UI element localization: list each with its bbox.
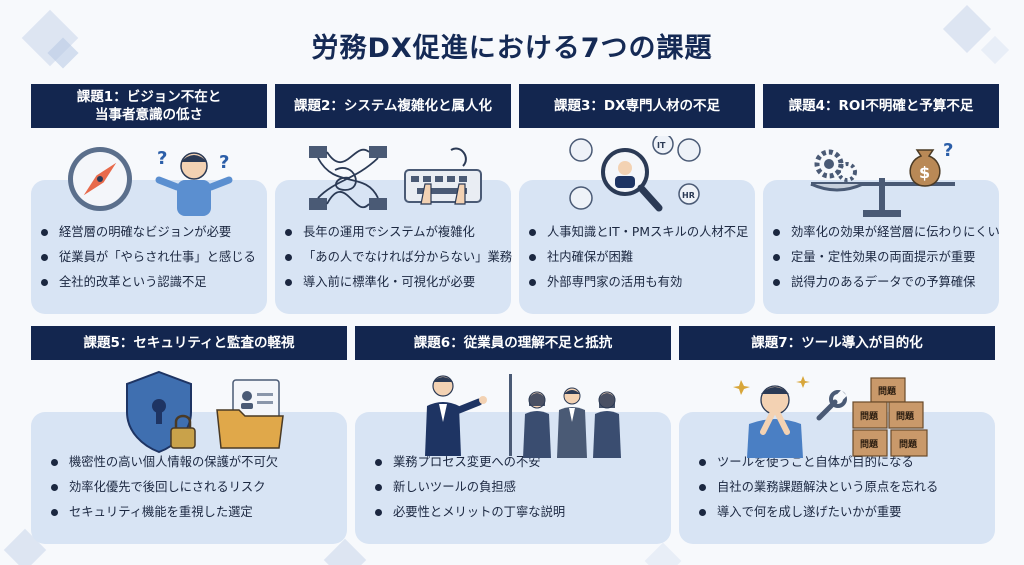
bullet-list: ツールを使うこと自体が目的になる 自社の業務課題解決という原点を忘れる 導入で何…: [699, 454, 989, 529]
box-label: 問題: [860, 411, 879, 422]
security-shield-icon: [126, 370, 196, 454]
box-label: 問題: [899, 439, 918, 450]
list-item: 長年の運用でシステムが複雑化: [285, 224, 505, 240]
wrench-icon: [816, 390, 847, 421]
card-heading: 課題4：ROI不明確と予算不足: [763, 84, 999, 128]
issue-card-3: 人事知識とIT・PMスキルの人材不足 社内確保が困難 外部専門家の活用も有効 課…: [519, 84, 755, 314]
hr-badge: HR: [682, 191, 695, 200]
bullet-list: 長年の運用でシステムが複雑化 「あの人でなければ分からない」業務 導入前に標準化…: [285, 224, 512, 299]
list-item: 社内確保が困難: [529, 249, 749, 265]
box-label: 問題: [896, 411, 915, 422]
issue-card-1: 経営層の明確なビジョンが必要 従業員が「やらされ仕事」と感じる 全社的改革という…: [31, 84, 267, 314]
it-badge: IT: [657, 141, 666, 150]
list-item: 導入前に標準化・可視化が必要: [285, 274, 505, 290]
bullet-list: 機密性の高い個人情報の保護が不可欠 効率化優先で後回しにされるリスク セキュリテ…: [51, 454, 341, 529]
card-body: ツールを使うこと自体が目的になる 自社の業務課題解決という原点を忘れる 導入で何…: [679, 412, 995, 544]
card-body: 経営層の明確なビジョンが必要 従業員が「やらされ仕事」と感じる 全社的改革という…: [31, 180, 267, 314]
decorative-diamond: [644, 542, 682, 565]
list-item: 業務プロセス変更への不安: [375, 454, 665, 470]
presenter-icon: [425, 375, 487, 456]
bullet-list: 効率化の効果が経営層に伝わりにくい 定量・定性効果の両面提示が重要 説得力のある…: [773, 224, 1000, 299]
list-item: 効率化優先で後回しにされるリスク: [51, 479, 341, 495]
list-item: ツールを使うこと自体が目的になる: [699, 454, 989, 470]
problem-boxes-icon: 問題 問題 問題 問題 問題: [852, 377, 928, 457]
list-item: 自社の業務課題解決という原点を忘れる: [699, 479, 989, 495]
list-item: セキュリティ機能を重視した選定: [51, 504, 341, 520]
balance-scale-icon: [810, 149, 955, 217]
box-label: 問題: [878, 386, 897, 397]
list-item: 「あの人でなければ分からない」業務: [285, 249, 512, 265]
issue-card-4: 効率化の効果が経営層に伝わりにくい 定量・定性効果の両面提示が重要 説得力のある…: [763, 84, 1000, 314]
list-item: 従業員が「やらされ仕事」と感じる: [41, 249, 261, 265]
talent-search-icon: IT HR: [569, 136, 701, 212]
list-item: 必要性とメリットの丁寧な説明: [375, 504, 665, 520]
bullet-list: 人事知識とIT・PMスキルの人材不足 社内確保が困難 外部専門家の活用も有効: [529, 224, 749, 299]
svg-text:?: ?: [943, 140, 953, 161]
card-heading: 課題7：ツール導入が目的化: [679, 326, 995, 360]
list-item: 導入で何を成し遂げたいかが重要: [699, 504, 989, 520]
issue-card-2: 長年の運用でシステムが複雑化 「あの人でなければ分からない」業務 導入前に標準化…: [275, 84, 512, 314]
list-item: 定量・定性効果の両面提示が重要: [773, 249, 993, 265]
card-heading: 課題2：システム複雑化と属人化: [275, 84, 511, 128]
compass-icon: [68, 147, 132, 211]
stressed-person-icon: [733, 376, 810, 458]
card-body: 人事知識とIT・PMスキルの人材不足 社内確保が困難 外部専門家の活用も有効: [519, 180, 755, 314]
list-item: 説得力のあるデータでの予算確保: [773, 274, 993, 290]
divider-line: [509, 374, 512, 456]
page-title: 労務DX促進における7つの課題: [311, 33, 713, 64]
tangled-servers-icon: [309, 146, 387, 210]
bullet-list: 経営層の明確なビジョンが必要 従業員が「やらされ仕事」と感じる 全社的改革という…: [41, 224, 261, 299]
list-item: 外部専門家の活用も有効: [529, 274, 749, 290]
list-item: 機密性の高い個人情報の保護が不可欠: [51, 454, 341, 470]
list-item: 人事知識とIT・PMスキルの人材不足: [529, 224, 749, 240]
card-heading: 課題3：DX専門人材の不足: [519, 84, 755, 128]
list-item: 全社的改革という認識不足: [41, 274, 261, 290]
issue-card-5: 機密性の高い個人情報の保護が不可欠 効率化優先で後回しにされるリスク セキュリテ…: [31, 326, 347, 544]
card-heading: 課題5：セキュリティと監査の軽視: [31, 326, 347, 360]
keyboard-typing-icon: [404, 147, 482, 205]
list-item: 経営層の明確なビジョンが必要: [41, 224, 261, 240]
card-heading: 課題6：従業員の理解不足と抵抗: [355, 326, 671, 360]
svg-text:?: ?: [219, 152, 229, 173]
dollar-sign: $: [919, 163, 930, 182]
list-item: 新しいツールの負担感: [375, 479, 665, 495]
issue-card-6: 業務プロセス変更への不安 新しいツールの負担感 必要性とメリットの丁寧な説明 課…: [355, 326, 671, 544]
personal-files-icon: [216, 379, 284, 449]
worried-employees-icon: [523, 387, 621, 458]
svg-text:?: ?: [157, 148, 167, 169]
bullet-list: 業務プロセス変更への不安 新しいツールの負担感 必要性とメリットの丁寧な説明: [375, 454, 665, 529]
issue-card-7: ツールを使うこと自体が目的になる 自社の業務課題解決という原点を忘れる 導入で何…: [679, 326, 995, 544]
confused-person-icon: ? ?: [155, 148, 233, 216]
box-label: 問題: [860, 439, 879, 450]
card-heading: 課題1：ビジョン不在と 当事者意識の低さ: [31, 84, 267, 128]
list-item: 効率化の効果が経営層に伝わりにくい: [773, 224, 1000, 240]
money-bag-icon: $ ?: [909, 140, 953, 187]
